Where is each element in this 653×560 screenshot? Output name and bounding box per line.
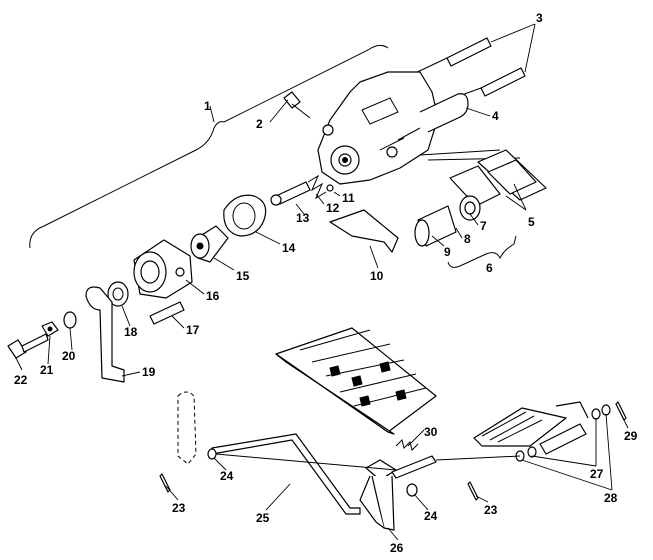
callout-20: 20 — [62, 349, 76, 363]
callout-11: 11 — [342, 191, 355, 205]
nut-21 — [41, 321, 59, 337]
callout-22: 22 — [14, 373, 28, 387]
callout-15: 15 — [236, 269, 250, 283]
callout-5: 5 — [528, 215, 535, 229]
callout-8: 8 — [464, 232, 471, 246]
clip — [329, 209, 399, 253]
cotter-pin-23b — [467, 481, 479, 501]
bolt-17 — [149, 301, 185, 325]
callout-6: 6 — [486, 261, 493, 275]
screw-2 — [283, 91, 311, 119]
callout-16: 16 — [206, 289, 220, 303]
callout-25: 25 — [256, 511, 270, 525]
callout-4: 4 — [492, 109, 499, 123]
callout-17: 17 — [186, 323, 200, 337]
assembly-bracket — [29, 44, 389, 249]
callout-12: 12 — [326, 201, 340, 215]
callout-29: 29 — [624, 429, 638, 443]
phantom-link — [177, 391, 197, 465]
callout-18: 18 — [124, 325, 138, 339]
callout-13: 13 — [296, 211, 310, 225]
washer-24b — [406, 483, 418, 497]
cylinder — [133, 239, 193, 299]
callout-23b: 23 — [484, 503, 498, 517]
callout-27: 27 — [590, 467, 604, 481]
callout-3: 3 — [536, 11, 543, 25]
callout-1: 1 — [204, 99, 211, 113]
bearing — [190, 225, 229, 263]
callout-26: 26 — [390, 541, 404, 555]
arm-19 — [85, 286, 125, 383]
callout-23a: 23 — [172, 501, 186, 515]
gasket — [223, 194, 267, 237]
callout-30: 30 — [424, 425, 438, 439]
washer-24a — [207, 448, 217, 460]
callout-14: 14 — [282, 241, 296, 255]
callout-28: 28 — [604, 491, 618, 505]
callout-10: 10 — [370, 269, 384, 283]
callout-2: 2 — [256, 117, 263, 131]
callout-19: 19 — [142, 365, 156, 379]
leader-lines — [15, 23, 629, 541]
pins — [446, 37, 526, 97]
plates — [449, 149, 547, 207]
callout-24b: 24 — [424, 509, 438, 523]
housing — [317, 71, 469, 185]
callout-21: 21 — [40, 363, 54, 377]
callout-7: 7 — [480, 219, 487, 233]
spring-30 — [395, 439, 419, 451]
springs-and-bolt — [270, 174, 334, 206]
callout-24a: 24 — [220, 469, 234, 483]
bolt-22 — [7, 333, 49, 359]
footrest — [275, 327, 437, 435]
washer-18 — [107, 281, 129, 307]
pedal — [473, 401, 589, 455]
callout-9: 9 — [444, 245, 451, 259]
callout-labels: 1 2 3 4 5 6 7 8 9 10 11 12 13 14 15 16 1… — [14, 11, 638, 555]
cotter-pin-29 — [615, 401, 627, 421]
sub-assembly-bracket — [447, 235, 517, 268]
rod-25 — [211, 433, 361, 515]
bushing-set — [414, 195, 481, 247]
washer-20 — [63, 311, 77, 329]
